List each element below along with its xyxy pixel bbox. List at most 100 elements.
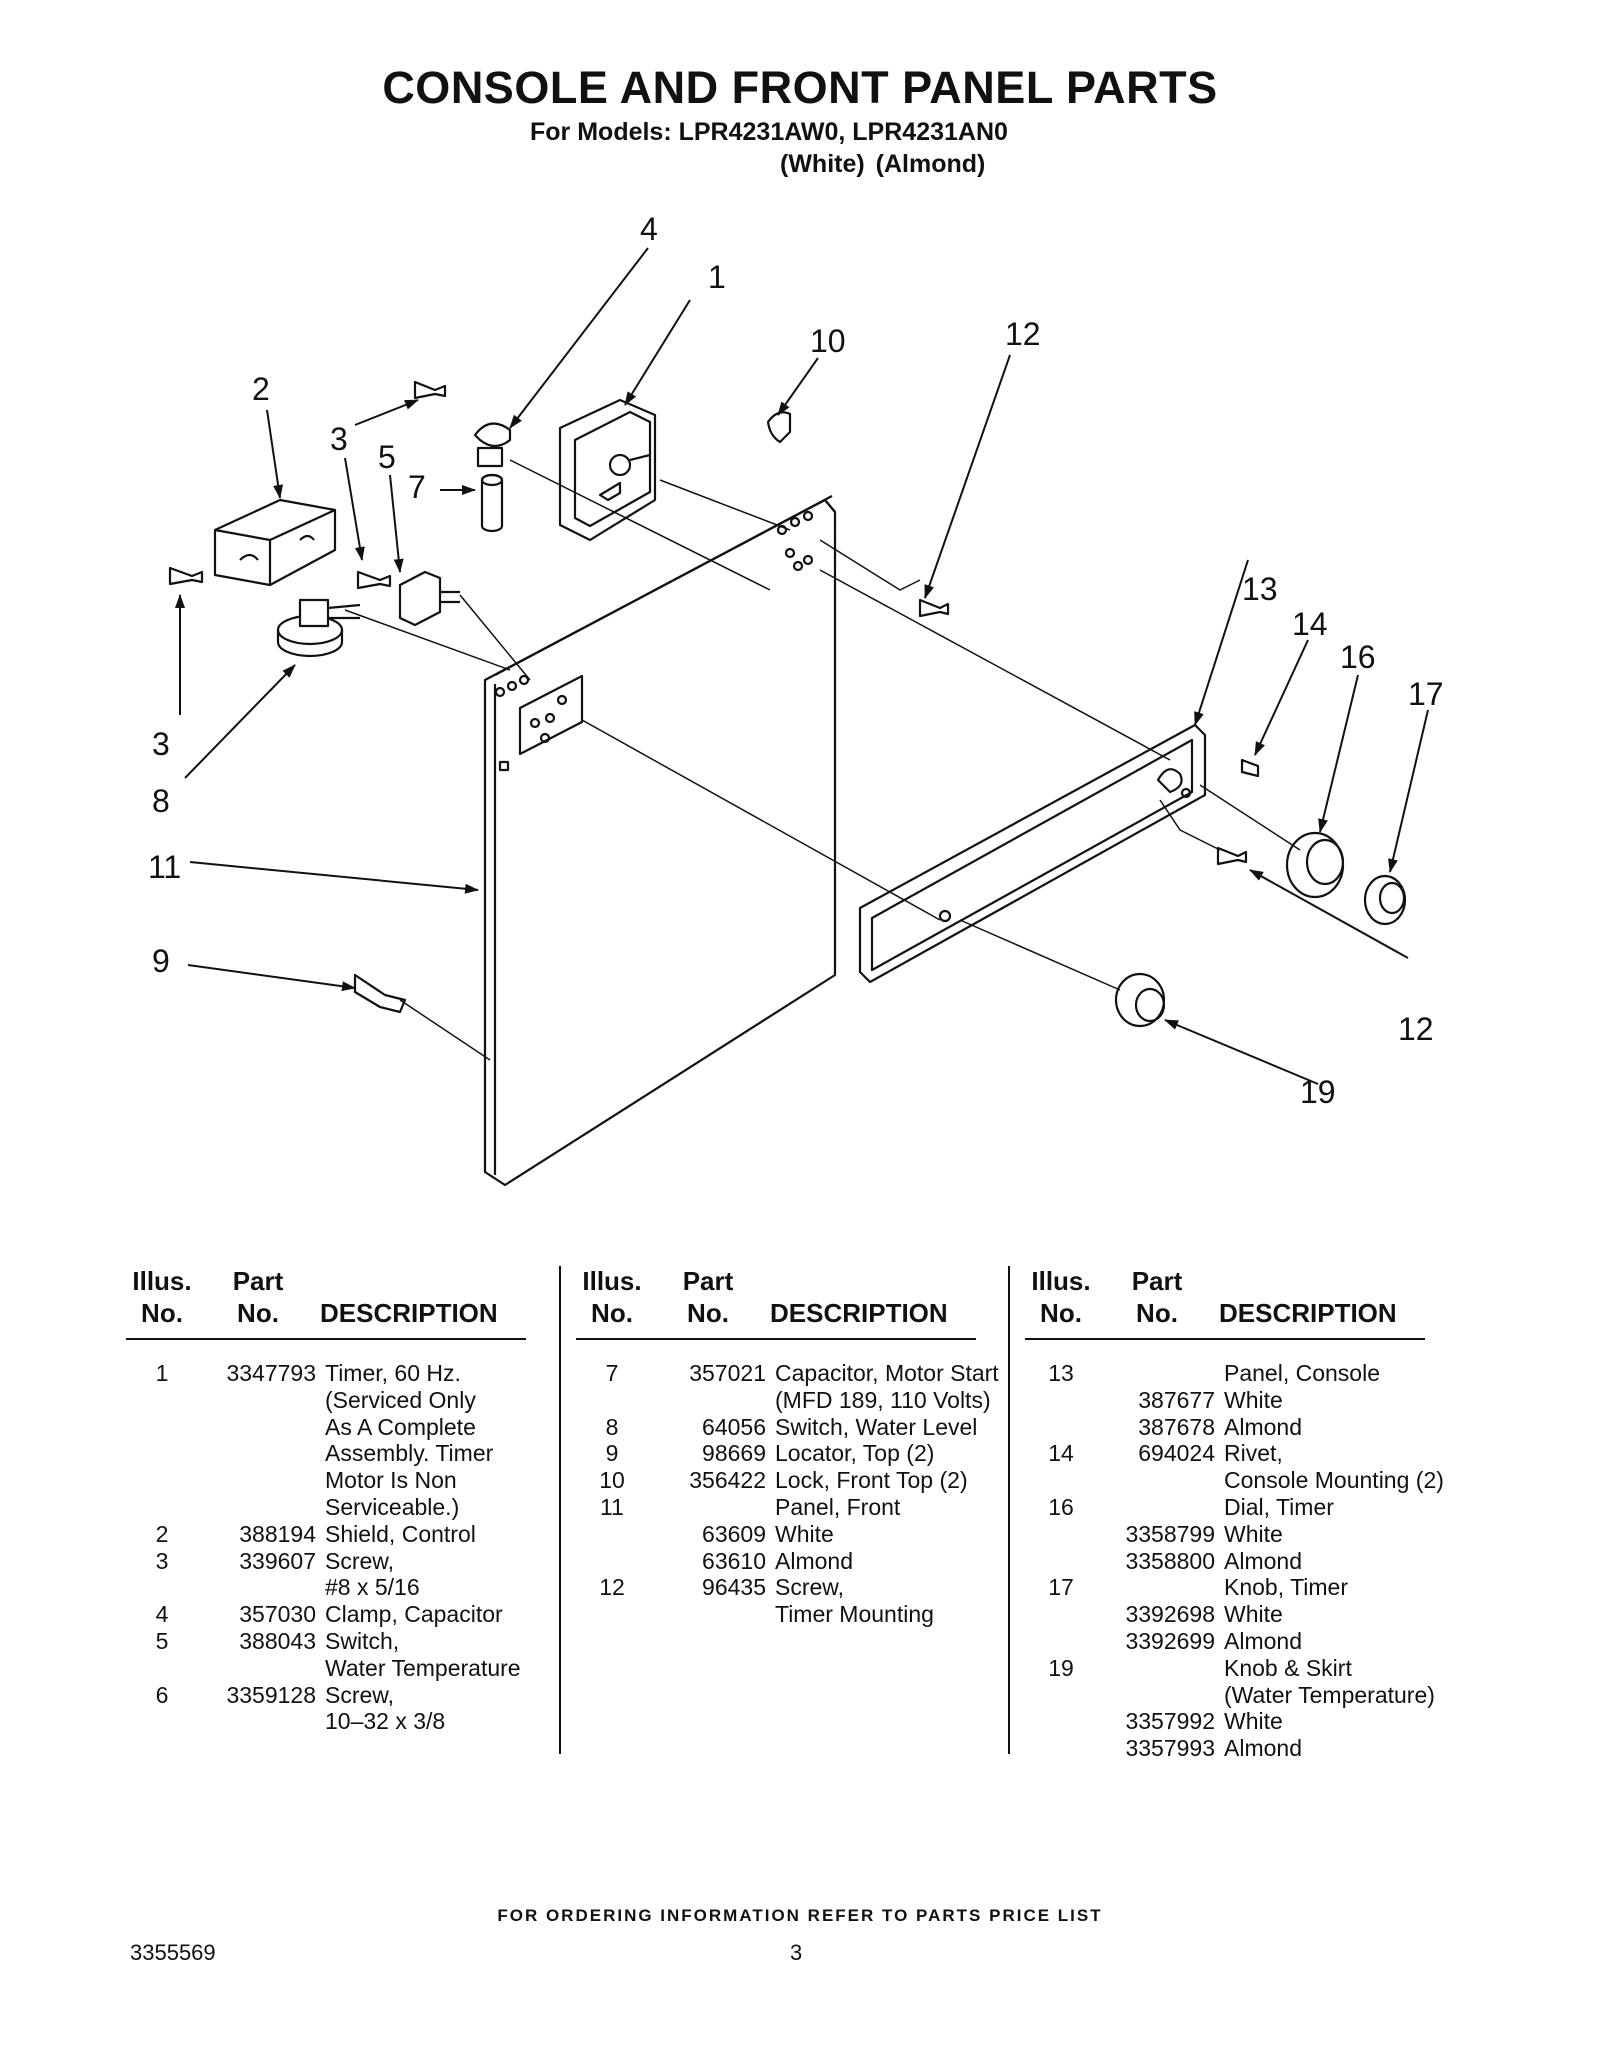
table-header: Illus. No. Part No. DESCRIPTION [576,1266,976,1340]
table-row: Timer Mounting [576,1601,996,1628]
illus-no-cell: 11 [600,1493,624,1520]
part-no-cell: 3358800 [1125,1547,1215,1574]
table-row: Assembly. Timer [126,1440,546,1467]
header-part-no: No. [687,1298,729,1328]
column-divider [559,1266,561,1754]
callout-19: 19 [1300,1074,1336,1110]
part-no-cell: 63609 [702,1520,766,1547]
table-header: Illus. No. Part No. DESCRIPTION [126,1266,526,1340]
models-line: For Models: LPR4231AW0, LPR4231AN0 [530,118,1008,146]
description-cell: Serviceable.) [325,1493,460,1520]
part-no-cell: 98669 [702,1440,766,1467]
table-row: 10 356422 Lock, Front Top (2) [576,1467,996,1494]
table-row: Serviceable.) [126,1494,546,1521]
document-number: 3355569 [130,1940,216,1965]
callout-11: 11 [148,849,181,885]
callout-12-bottom: 12 [1398,1011,1434,1047]
illus-no-cell: 8 [605,1413,619,1440]
description-cell: Switch, Water Level [775,1413,978,1440]
illus-no-cell: 4 [155,1601,169,1628]
description-cell: (Serviced Only [325,1386,476,1413]
console-panel-drawing [858,723,1207,984]
header-illus-no: No. [141,1298,183,1328]
part-no-cell: 3357992 [1125,1708,1215,1735]
header-illus-no: No. [591,1298,633,1328]
description-cell: (MFD 189, 110 Volts) [775,1386,991,1413]
callout-5: 5 [378,439,396,475]
table-row: 7 357021 Capacitor, Motor Start [576,1360,999,1387]
illus-no-cell: 5 [155,1627,169,1654]
callout-12-top: 12 [1005,316,1041,352]
description-cell: Almond [1224,1735,1302,1762]
description-cell: Screw, [325,1547,395,1574]
callout-3: 3 [330,421,348,457]
callout-16: 16 [1340,639,1376,675]
description-cell: Almond [1224,1413,1302,1440]
description-cell: White [1224,1520,1283,1547]
description-cell: White [1224,1601,1283,1628]
description-cell: Locator, Top (2) [775,1440,935,1467]
parts-table-column-2: Illus. No. Part No. DESCRIPTION 7 357021 C… [576,1266,999,1628]
table-row: (Water Temperature) [1025,1682,1445,1709]
illus-no-cell: 7 [605,1360,619,1386]
illus-no-cell: 12 [599,1574,625,1601]
description-cell: As A Complete [325,1413,476,1440]
table-row: 13 Panel, Console [1025,1360,1445,1387]
illus-no-cell: 10 [599,1467,625,1494]
description-cell: Screw, [325,1681,395,1708]
header-part: Part [1131,1266,1183,1296]
header-part: Part [232,1266,284,1296]
description-cell: Assembly. Timer [325,1440,494,1467]
table-row: 3 339607 Screw, [126,1548,546,1575]
description-cell: Knob, Timer [1224,1574,1348,1601]
table-header: Illus. No. Part No. DESCRIPTION [1025,1266,1425,1340]
callout-8: 8 [152,783,170,819]
description-cell: Timer, 60 Hz. [325,1360,461,1386]
description-cell: Lock, Front Top (2) [775,1467,968,1494]
header-illus: Illus. [1031,1266,1091,1296]
callout-14: 14 [1292,606,1328,642]
illus-no-cell: 13 [1048,1360,1074,1386]
illus-no-cell: 1 [155,1360,169,1386]
part-no-cell: 356422 [689,1467,766,1494]
part-no-cell: 3359128 [226,1681,316,1708]
callout-13: 13 [1242,571,1278,607]
part-no-cell: 63610 [702,1547,766,1574]
header-part-no: No. [1136,1298,1178,1328]
description-cell: Capacitor, Motor Start [775,1360,999,1386]
illus-no-cell: 16 [1048,1493,1074,1520]
description-cell: Knob & Skirt [1224,1654,1352,1681]
lock-front-top-drawing [766,411,792,444]
description-cell: #8 x 5/16 [325,1574,420,1601]
control-shield-drawing [213,498,337,587]
callout-17: 17 [1408,676,1444,712]
illus-no-cell: 14 [1048,1440,1074,1467]
description-cell: Almond [775,1547,853,1574]
illus-no-cell: 3 [155,1547,169,1574]
parts-table-column-3: Illus. No. Part No. DESCRIPTION 13 Panel,… [1025,1266,1445,1762]
part-no-cell: 357021 [689,1360,766,1386]
description-cell: Panel, Console [1224,1360,1380,1386]
table-row: Water Temperature [126,1655,546,1682]
table-row: (MFD 189, 110 Volts) [576,1387,996,1414]
part-no-cell: 339607 [239,1547,316,1574]
header-part-no: No. [237,1298,279,1328]
description-cell: Water Temperature [325,1654,521,1681]
water-temp-switch-drawing [398,570,460,627]
